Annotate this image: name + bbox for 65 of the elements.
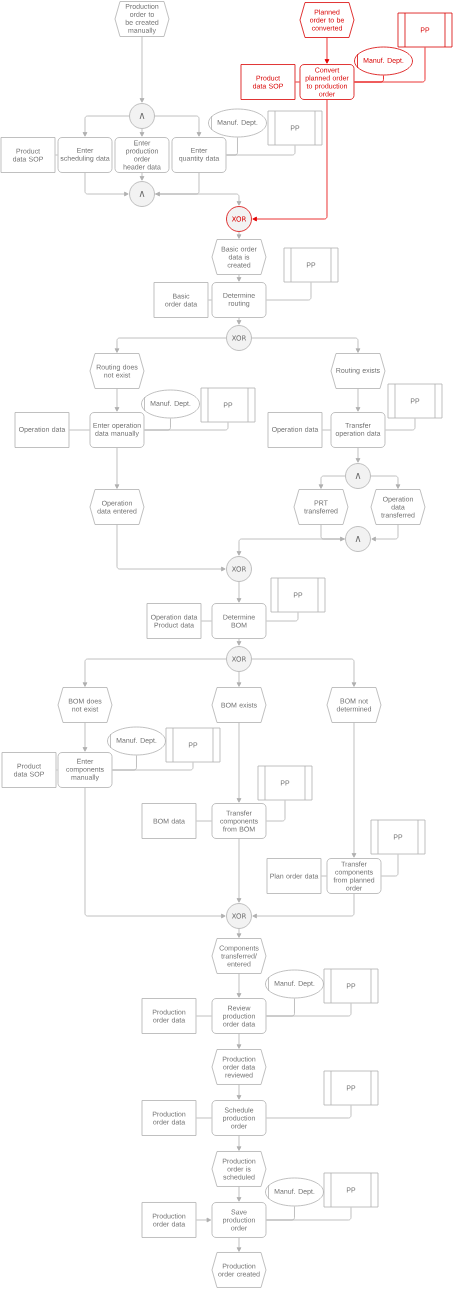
arrow [236, 671, 242, 687]
arrow [236, 1084, 242, 1100]
connector-line [112, 762, 194, 771]
connector-line [208, 299, 212, 301]
arrow [236, 722, 242, 803]
arrow [236, 838, 242, 903]
arrow [154, 193, 242, 206]
arrow [139, 36, 145, 103]
arrow [320, 524, 345, 542]
connector-line [196, 820, 212, 822]
arrow [82, 722, 88, 752]
arrow [236, 581, 242, 603]
connector-line [266, 1207, 352, 1221]
connector-line [322, 429, 331, 431]
arrow [154, 115, 202, 137]
arrow [324, 37, 330, 64]
arrow [351, 722, 357, 858]
arrow [236, 274, 242, 282]
connector-line [266, 1105, 352, 1119]
arrow [84, 787, 226, 919]
arrow [236, 1186, 242, 1202]
connector-line [266, 1003, 352, 1017]
arrow [252, 99, 328, 222]
arrow [236, 638, 242, 646]
arrow [139, 172, 145, 181]
arrow [114, 388, 120, 412]
arrow [236, 538, 346, 556]
connector-line [266, 612, 299, 622]
arrow [236, 317, 242, 325]
connector-line [295, 81, 300, 83]
arrow [114, 447, 120, 489]
arrow [82, 658, 227, 687]
arrow [355, 447, 361, 463]
arrow [116, 524, 226, 572]
arrow [236, 231, 242, 239]
connector-line [201, 620, 212, 622]
arrow [84, 172, 129, 197]
connector-line [321, 875, 327, 877]
arrow [114, 337, 227, 353]
arrow [236, 1237, 242, 1252]
arrow [236, 928, 242, 938]
connector-line [196, 1015, 212, 1017]
connector-line [196, 1117, 212, 1119]
connector-line [144, 422, 229, 431]
arrow [236, 1135, 242, 1151]
arrow [252, 893, 355, 919]
arrow [371, 524, 399, 542]
connector-line [69, 429, 90, 431]
arrow [236, 1033, 242, 1049]
arrow [318, 475, 346, 489]
arrow [82, 115, 130, 137]
arrow [251, 658, 357, 687]
connector-line [354, 47, 426, 83]
connector-line [226, 145, 296, 156]
arrow [155, 172, 200, 197]
arrow [251, 337, 361, 353]
arrow [355, 388, 361, 412]
arrow [196, 1217, 212, 1223]
arrow [236, 973, 242, 998]
connector-line [266, 282, 312, 301]
connector-line [266, 800, 286, 822]
arrow [370, 475, 401, 489]
connector-line [381, 854, 399, 877]
arrow [139, 128, 145, 137]
connector-line [385, 418, 416, 431]
